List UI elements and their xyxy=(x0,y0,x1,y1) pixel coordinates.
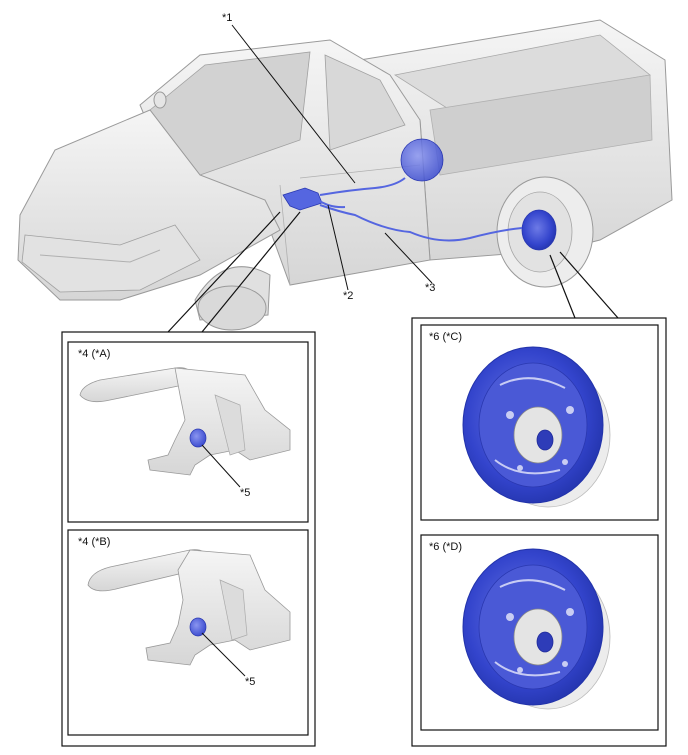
callout-2-label: *2 xyxy=(343,290,354,302)
rear-drum-brake-highlight xyxy=(521,209,557,251)
drum-brake-assembly-C xyxy=(462,346,611,508)
left-callout-frame xyxy=(61,331,316,747)
pickup-truck-illustration xyxy=(17,19,673,331)
panel-title-4B: *4 (*B) xyxy=(78,536,111,548)
connector-right xyxy=(549,251,619,319)
cable-highlight-circle xyxy=(400,138,444,182)
callout-5-label-b: *5 xyxy=(245,676,256,688)
callout-5-label-a: *5 xyxy=(240,487,251,499)
panel-title-6D: *6 (*D) xyxy=(429,541,463,553)
parking-brake-lever-A xyxy=(79,367,291,488)
parking-brake-lever-B xyxy=(87,549,291,677)
drum-brake-assembly-D xyxy=(462,548,611,710)
connector-left xyxy=(167,211,301,333)
switch-highlight-A xyxy=(189,428,207,448)
callout-1-label: *1 xyxy=(222,12,233,24)
panel-title-4A: *4 (*A) xyxy=(78,348,111,360)
switch-highlight-B xyxy=(189,617,207,637)
right-callout-frame xyxy=(411,317,667,747)
panel-title-6C: *6 (*C) xyxy=(429,331,463,343)
callout-leaders xyxy=(231,24,433,291)
callout-3-label: *3 xyxy=(425,282,436,294)
